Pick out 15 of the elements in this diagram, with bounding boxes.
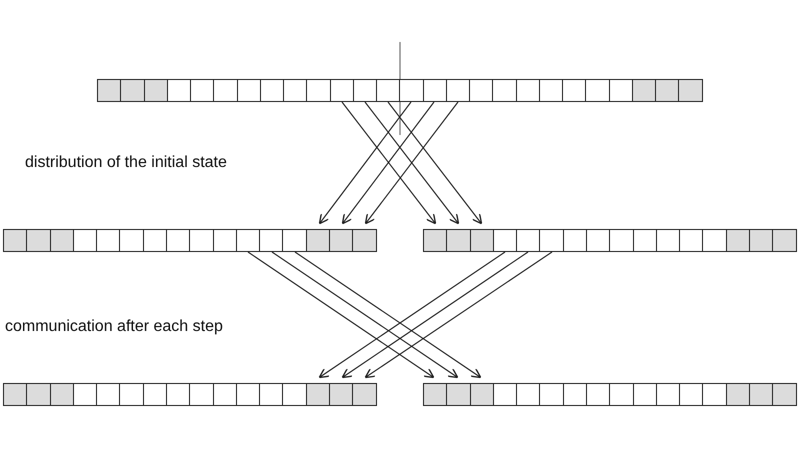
arrow — [364, 252, 552, 378]
arrow — [318, 102, 412, 224]
cell-array — [3, 229, 377, 252]
arrow — [272, 252, 458, 378]
caption-text: communication after each step — [5, 318, 223, 336]
cell-array — [3, 383, 377, 406]
arrow — [294, 252, 482, 378]
cell-array — [423, 229, 797, 252]
arrow — [388, 102, 482, 224]
cell-array — [97, 79, 703, 102]
arrow — [318, 252, 506, 378]
cell-array — [423, 383, 797, 406]
arrow — [342, 252, 528, 378]
arrow — [248, 252, 434, 378]
caption-text: distribution of the initial state — [25, 154, 227, 172]
